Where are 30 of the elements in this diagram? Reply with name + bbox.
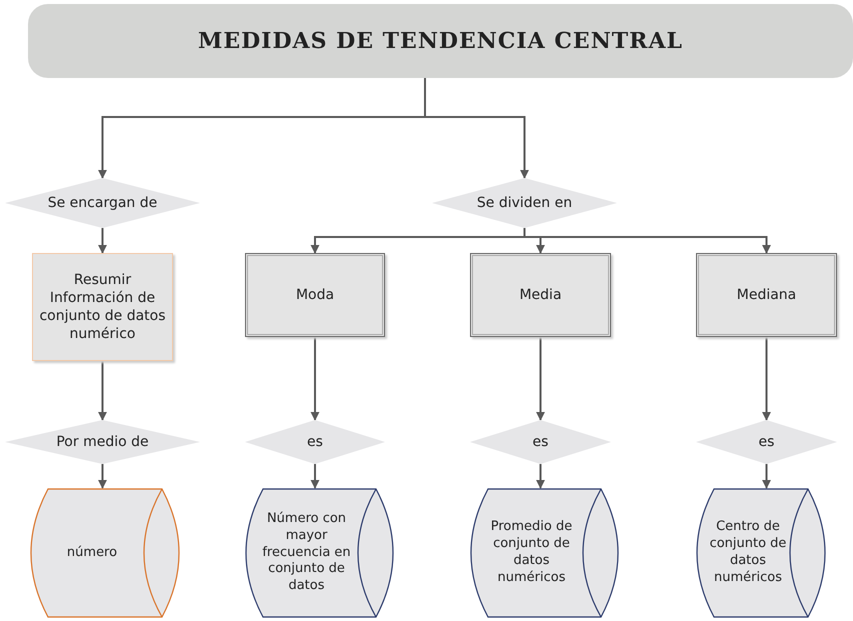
node-label: Promedio de conjunto de datos numéricos: [490, 519, 574, 587]
process-box: [470, 253, 611, 337]
node-label: Mediana: [736, 286, 796, 304]
arrow: [310, 464, 320, 489]
node-label: Media: [519, 286, 562, 304]
arrow: [310, 337, 320, 421]
node-label: Resumir Información de conjunto de datos numérico: [38, 270, 167, 344]
node-label: Centro de conjunto de datos numéricos: [708, 519, 788, 587]
arrow: [98, 361, 107, 421]
process-box: [32, 253, 173, 361]
process-box: [696, 253, 837, 337]
node-label: Moda: [296, 286, 334, 304]
node-label: es: [532, 432, 548, 452]
node-label: es: [758, 432, 774, 452]
arrow: [762, 337, 771, 421]
title-text: MEDIDAS DE TENDENCIA CENTRAL: [198, 26, 683, 56]
node-label: Número con mayor frecuencia en conjunto de datos: [261, 510, 352, 596]
node-label: Se dividen en: [476, 194, 572, 212]
arrow: [536, 464, 545, 489]
arrow: [762, 464, 771, 489]
arrow: [524, 228, 771, 254]
node-label: Se encargan de: [48, 194, 158, 212]
arrow: [98, 228, 107, 254]
arrow: [98, 464, 107, 489]
title-banner: [28, 4, 853, 78]
node-label: Por medio de: [56, 432, 149, 452]
node-label: número: [66, 544, 118, 562]
process-box: [245, 253, 385, 337]
arrow: [536, 337, 545, 421]
node-label: es: [307, 432, 323, 452]
